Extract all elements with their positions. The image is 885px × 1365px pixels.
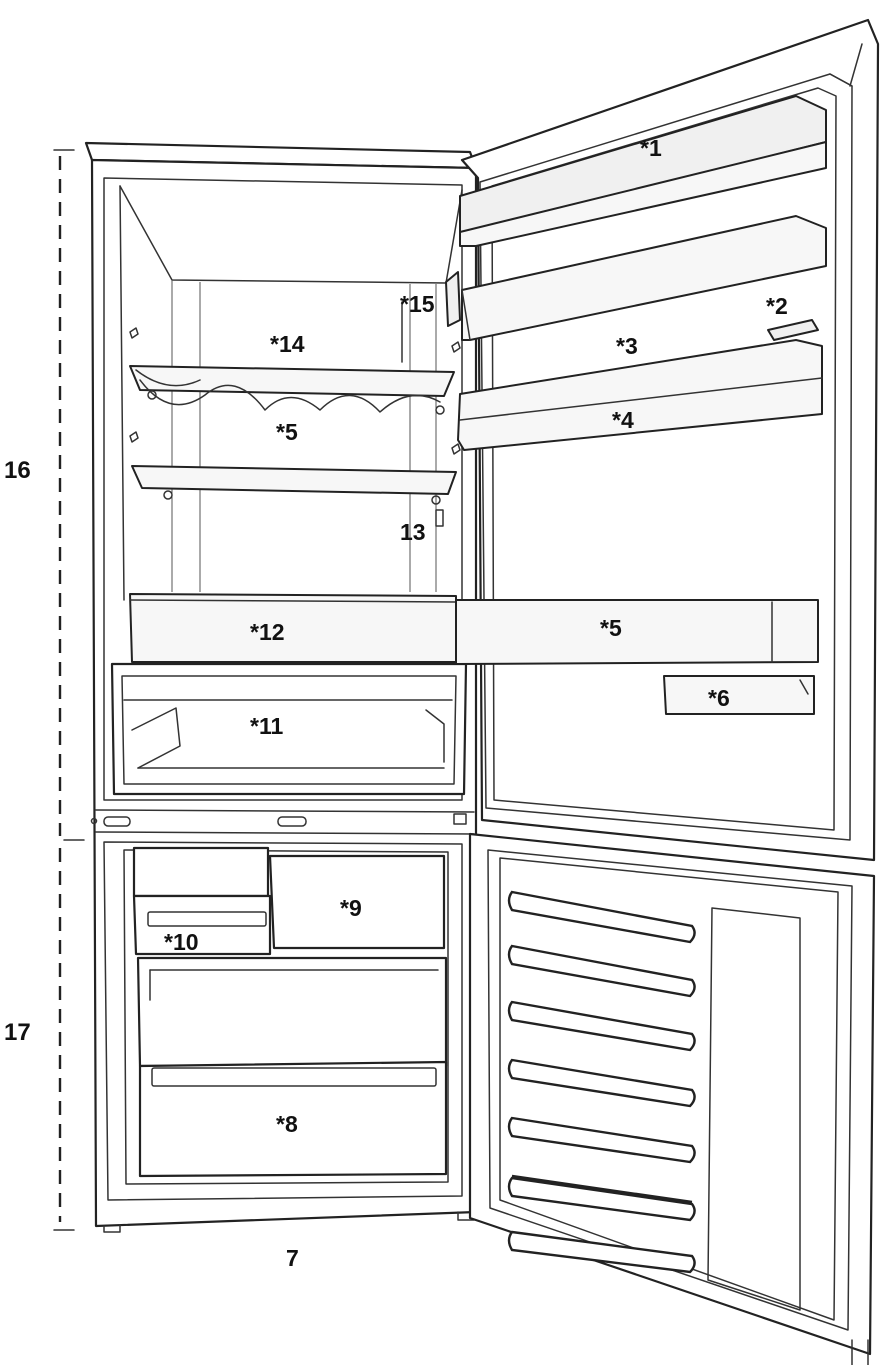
label-6: *6: [708, 685, 730, 711]
door-shelf-top: [459, 95, 827, 247]
label-5-rack: *5: [276, 419, 298, 445]
door-shelf-2: [461, 215, 827, 341]
freezer-compartments: [132, 846, 448, 1178]
egg-tray: [767, 319, 819, 341]
label-1: *1: [640, 135, 662, 161]
label-9: *9: [340, 895, 362, 921]
label-17: 17: [4, 1019, 31, 1046]
crisper-cover: [129, 593, 457, 663]
label-16: 16: [4, 457, 31, 484]
glass-shelf: [131, 465, 457, 527]
dimension-lines: [53, 149, 85, 1231]
label-2: *2: [766, 293, 788, 319]
label-12: *12: [250, 619, 285, 645]
bottle-rack: [129, 365, 455, 415]
door-shelf-3: [457, 339, 823, 451]
label-4: *4: [612, 407, 634, 433]
label-10: *10: [164, 929, 199, 955]
door-shelf-bottle: [455, 599, 819, 665]
label-11: *11: [250, 713, 283, 739]
label-8: *8: [276, 1111, 298, 1137]
label-15: *15: [400, 291, 435, 317]
label-13: 13: [400, 519, 426, 545]
label-3: *3: [616, 333, 638, 359]
crisper-drawer: [110, 662, 468, 796]
label-14: *14: [270, 331, 305, 357]
door-bin-small: [663, 675, 815, 715]
freezer-door: [468, 832, 876, 1365]
label-7: 7: [286, 1245, 299, 1271]
label-5-door: *5: [600, 615, 622, 641]
